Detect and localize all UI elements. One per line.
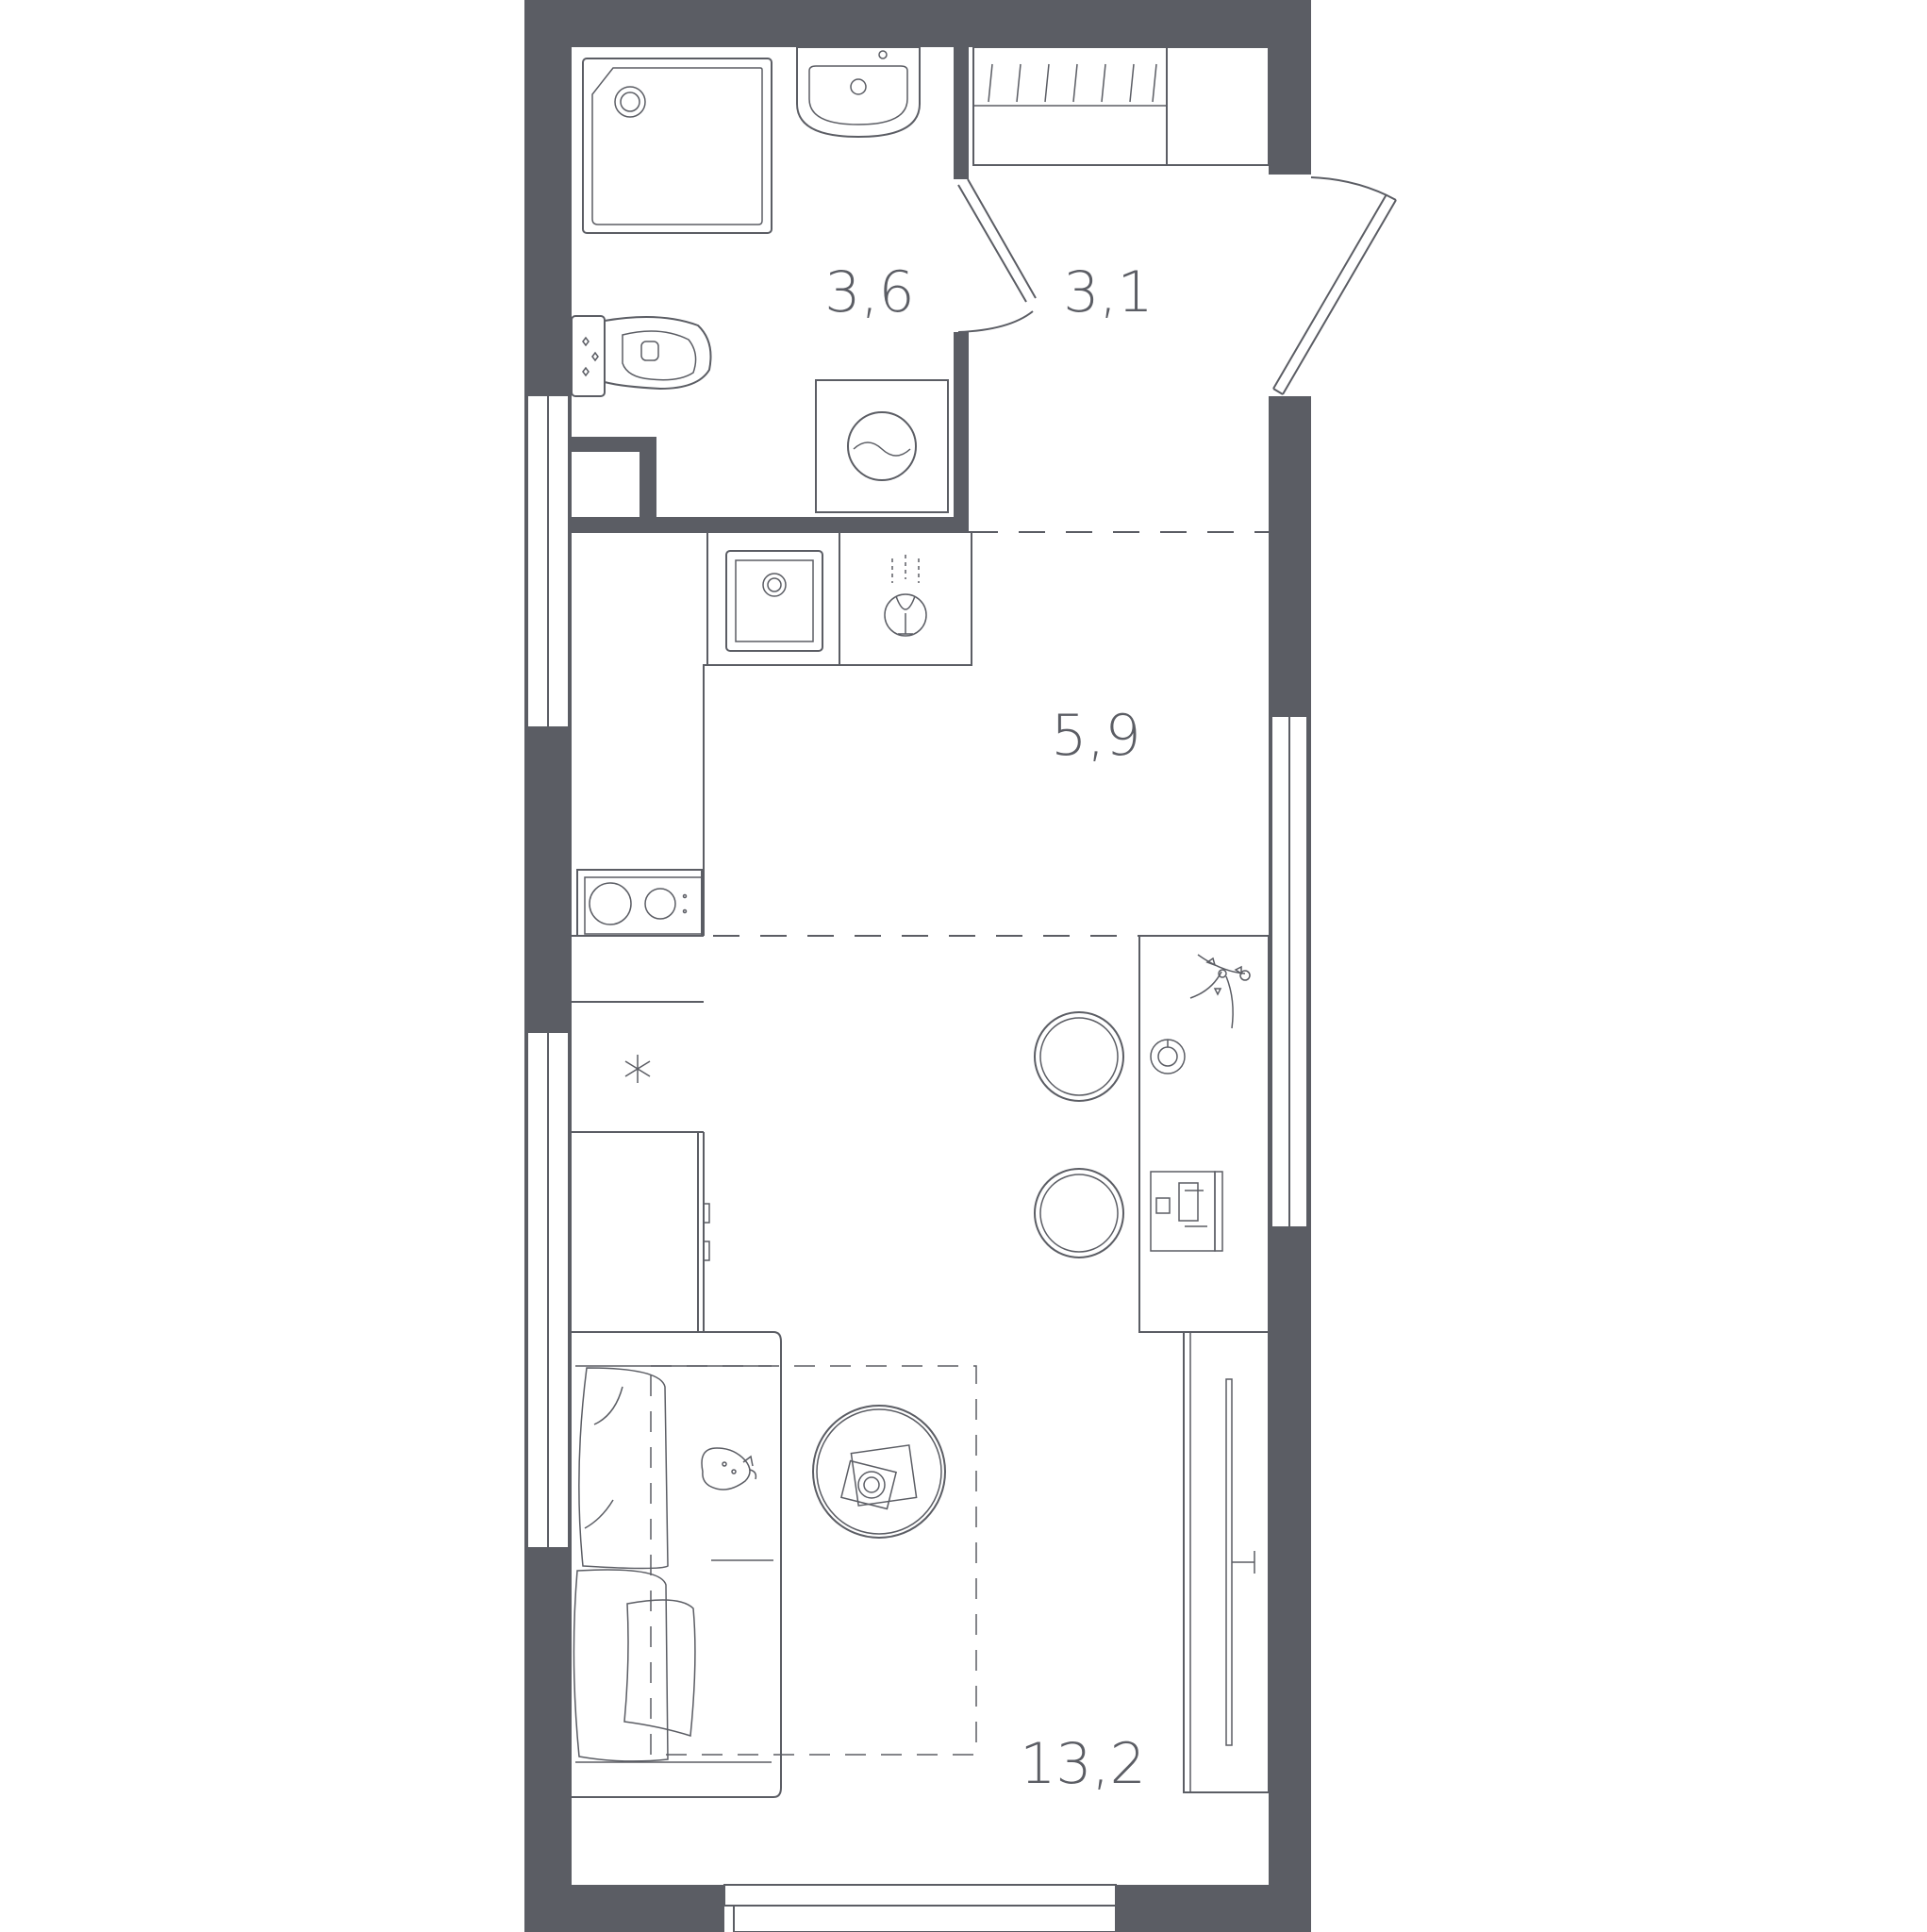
desk	[1138, 935, 1270, 1333]
toilet-icon	[571, 315, 712, 397]
plant-icon	[1189, 954, 1251, 1029]
room-area-hallway: 3,1	[1063, 259, 1153, 325]
sofa-icon	[572, 1331, 782, 1798]
window-openings	[528, 396, 1306, 1547]
kitchen: 5,9	[572, 531, 1269, 1332]
kitchen-sink-icon	[725, 550, 823, 652]
wardrobe-icon	[1183, 1331, 1270, 1793]
shower-tray-icon	[582, 58, 772, 234]
room-area-living-room: 13,2	[1020, 1731, 1146, 1797]
coffee-table-icon	[812, 1405, 946, 1539]
entrance-door-icon[interactable]	[1272, 176, 1397, 395]
cup-icon	[1150, 1039, 1186, 1074]
cat-icon	[701, 1447, 757, 1491]
bathroom-door[interactable]	[957, 178, 1037, 333]
stool-icon	[1034, 1168, 1124, 1258]
wine-glass-icon	[884, 555, 927, 637]
snowflake-icon	[624, 1055, 651, 1083]
hallway: 3,1	[972, 46, 1397, 395]
wardrobe-icon	[972, 46, 1270, 166]
laptop-icon	[1150, 1171, 1223, 1252]
bathroom: 3,6	[571, 46, 1037, 513]
living-room: 13,2	[572, 935, 1270, 1798]
room-area-bathroom: 3,6	[824, 259, 914, 325]
walls	[524, 0, 1311, 1932]
stool-icon	[1034, 1011, 1124, 1102]
washing-machine-icon	[815, 379, 949, 513]
window-icon	[723, 1884, 1117, 1932]
sink-icon	[796, 46, 921, 139]
rug	[650, 1365, 977, 1756]
cooktop-icon	[576, 869, 703, 937]
room-area-kitchen: 5,9	[1051, 703, 1140, 769]
